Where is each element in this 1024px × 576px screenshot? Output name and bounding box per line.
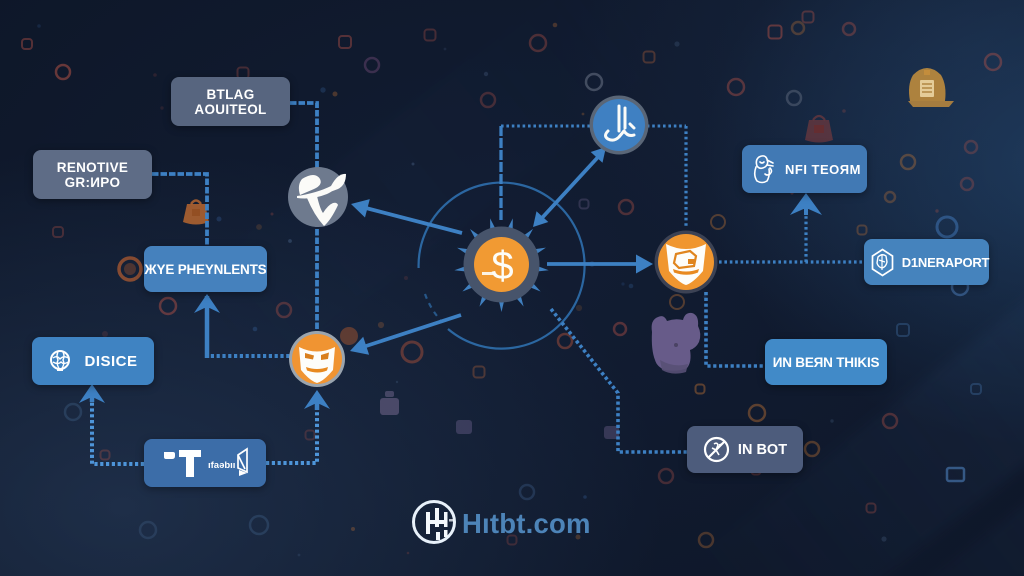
- svg-text:Hıtbt.com: Hıtbt.com: [462, 508, 591, 539]
- svg-text:ıfaəbıı: ıfaəbıı: [208, 460, 235, 471]
- svg-text:$: $: [491, 244, 513, 288]
